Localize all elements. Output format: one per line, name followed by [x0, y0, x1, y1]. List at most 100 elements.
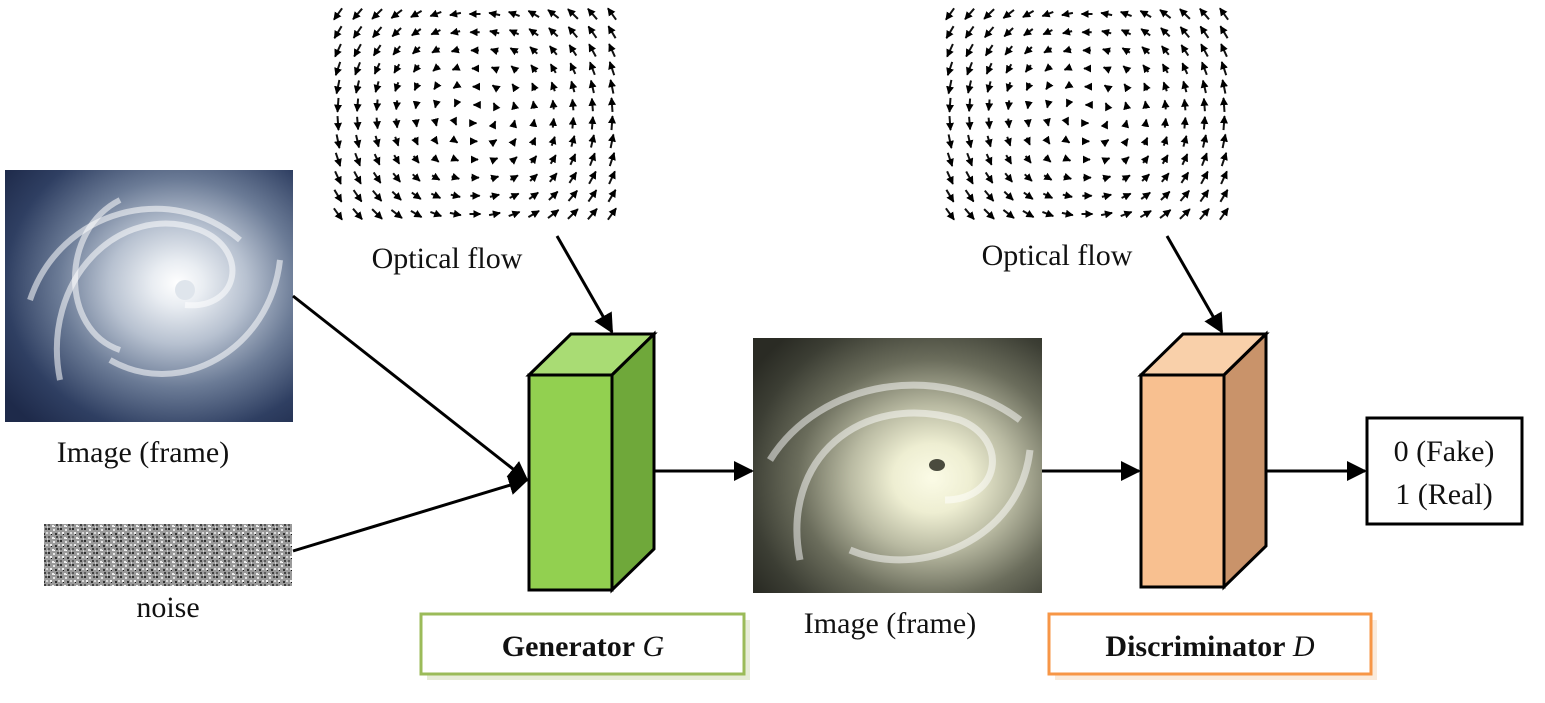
flow-vector	[449, 209, 462, 218]
output-fake-label: 0 (Fake)	[1394, 435, 1495, 468]
flow-vector	[1161, 117, 1169, 128]
flow-vector	[548, 154, 557, 165]
flow-vector	[983, 8, 995, 20]
flow-vector	[450, 27, 461, 36]
flow-vector	[1061, 9, 1074, 18]
flow-vector	[1200, 79, 1209, 94]
discriminator-side-face	[1222, 330, 1268, 591]
flow-vector	[1043, 172, 1053, 181]
flow-vector	[393, 81, 402, 92]
flow-vector	[945, 116, 954, 131]
flow-vector	[392, 118, 401, 129]
flow-vector	[588, 43, 597, 57]
flow-vector	[507, 10, 520, 19]
flow-vector	[983, 208, 995, 220]
flow-vector	[608, 43, 616, 58]
flow-vector	[965, 80, 974, 94]
flow-vector	[1220, 170, 1228, 185]
flow-vector	[334, 61, 342, 76]
flow-vector	[1180, 135, 1189, 147]
flow-vector	[1160, 136, 1169, 147]
flow-vector	[450, 154, 460, 162]
flow-vector	[567, 208, 579, 220]
flow-vector	[549, 63, 558, 74]
flow-vector	[1200, 116, 1209, 130]
flow-vector	[1119, 10, 1132, 19]
flow-vector	[1022, 10, 1035, 18]
flow-vector	[1061, 116, 1070, 126]
flow-vector	[1220, 43, 1228, 58]
flow-vector	[587, 8, 598, 20]
flow-vector	[353, 171, 362, 185]
optical-flow-field-discriminator	[945, 7, 1229, 221]
flow-vector	[1104, 102, 1113, 112]
flow-vector	[334, 152, 342, 167]
discriminator-front-face	[1139, 373, 1226, 589]
flow-vector	[1179, 208, 1191, 220]
flow-vector	[529, 46, 539, 55]
flow-vector	[1022, 210, 1035, 218]
flow-vector	[964, 8, 975, 20]
flow-vector	[568, 153, 577, 166]
flow-vector	[413, 82, 422, 92]
flow-vector	[372, 117, 381, 130]
flow-vector	[1045, 81, 1054, 90]
flow-vector	[1159, 209, 1172, 219]
flow-vector	[569, 80, 578, 93]
flow-vector	[1122, 65, 1132, 74]
flow-vector	[1142, 64, 1151, 74]
flow-vector	[588, 79, 597, 94]
flow-vector	[390, 209, 403, 219]
flow-vector	[945, 189, 955, 203]
flow-vector	[1200, 97, 1209, 112]
flow-vector	[489, 192, 500, 201]
flow-vector	[527, 10, 540, 18]
flow-vector	[588, 116, 597, 130]
generator-caption: Generator G	[419, 612, 750, 680]
flow-vector	[1024, 63, 1034, 73]
flow-vector	[1101, 28, 1112, 37]
flow-vector	[333, 207, 343, 221]
flow-vector	[1102, 66, 1112, 74]
flow-vector	[1200, 152, 1208, 167]
flow-vector	[528, 136, 537, 146]
flow-vector	[528, 155, 538, 165]
flow-vector	[1005, 81, 1014, 92]
flow-vector	[608, 170, 616, 185]
flow-vector	[530, 100, 539, 110]
flow-vector	[412, 63, 422, 73]
flow-vector	[569, 98, 578, 111]
flow-vector	[946, 134, 954, 149]
flow-vector	[372, 135, 381, 148]
flow-vector	[588, 97, 597, 112]
flow-vector	[964, 208, 975, 220]
flow-vector	[352, 208, 363, 220]
flow-vector	[508, 210, 521, 219]
flow-vector	[965, 116, 974, 131]
flow-vector	[587, 25, 598, 39]
flow-vector	[964, 189, 975, 203]
flow-vector	[352, 8, 363, 20]
flow-vector	[527, 210, 540, 218]
flow-vector	[393, 63, 402, 74]
flow-vector	[1180, 171, 1190, 184]
flow-vector	[1143, 82, 1151, 92]
flow-vector	[588, 134, 597, 148]
flow-vector	[1002, 209, 1015, 219]
flow-vector	[588, 170, 597, 185]
flow-vector	[392, 45, 401, 56]
flow-vector	[945, 207, 955, 221]
flow-vector	[492, 102, 501, 112]
flow-vector	[1160, 27, 1171, 38]
flow-vector	[946, 97, 955, 113]
flow-vector	[547, 209, 560, 219]
flow-vector	[1139, 10, 1152, 18]
flow-vector	[429, 9, 442, 18]
flow-vector	[412, 100, 421, 110]
flow-vector	[1219, 207, 1229, 221]
flow-vector	[965, 152, 974, 167]
flow-vector	[450, 45, 460, 54]
flow-vector	[334, 79, 342, 95]
flow-vector	[1160, 154, 1169, 165]
flow-vector	[372, 44, 382, 57]
